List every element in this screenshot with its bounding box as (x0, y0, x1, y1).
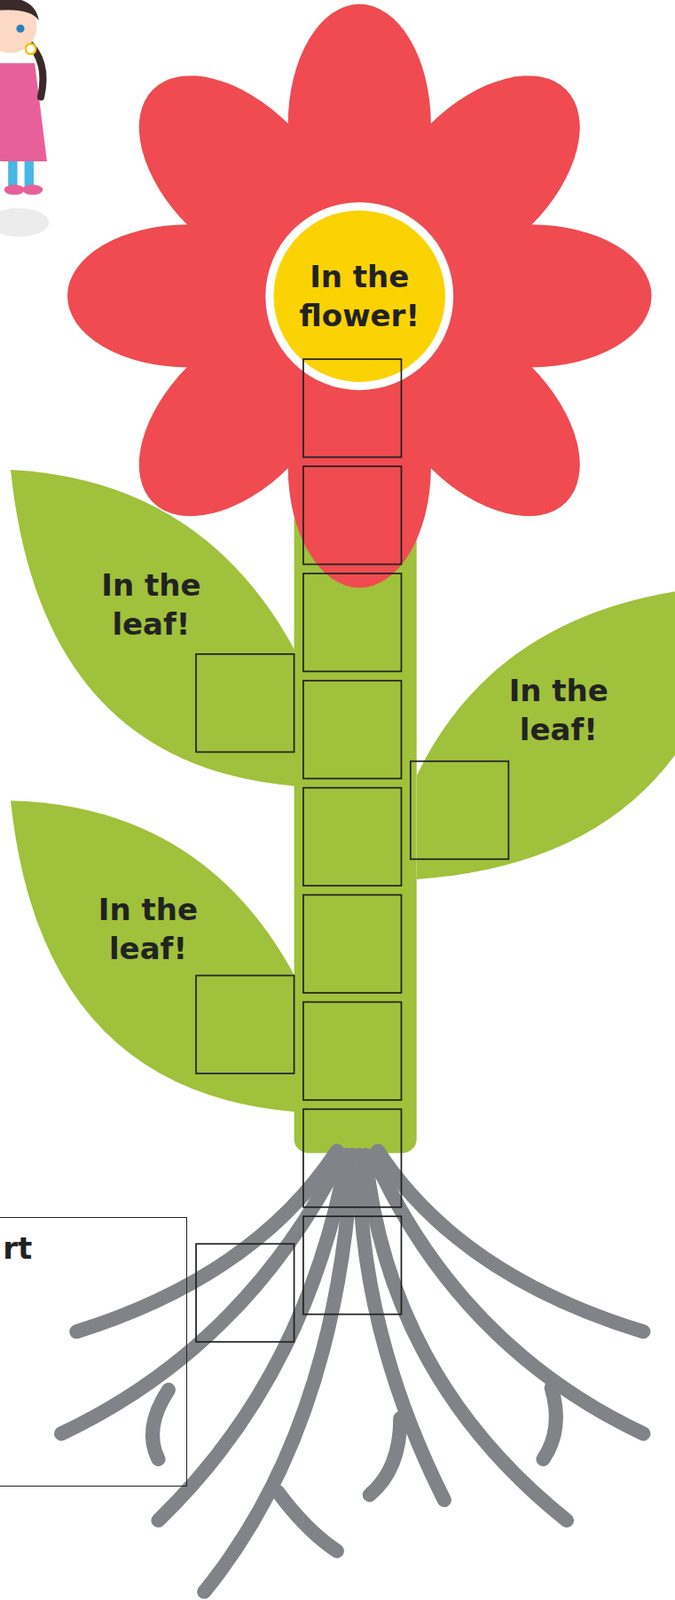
girl-eye (15, 24, 24, 33)
leaf-shape (10, 801, 297, 1114)
part-label: In the leaf! (481, 671, 636, 750)
girl-braid (26, 40, 44, 97)
leaf-shape: In the leaf! (10, 470, 297, 787)
part-label: In the leaf! (74, 565, 228, 644)
answer-box (303, 1109, 402, 1209)
answer-box (303, 681, 402, 780)
petals (67, 4, 652, 589)
root (76, 1151, 338, 1333)
flower-centre (274, 210, 446, 382)
leaf-shape (416, 592, 675, 881)
stem (294, 479, 417, 1154)
root (359, 1155, 445, 1501)
girl-leg (24, 153, 34, 189)
instruction-box: rt (0, 1217, 188, 1488)
instruction-text: rt (2, 1229, 177, 1269)
flower-ring (265, 202, 454, 391)
girl-shoe (22, 184, 43, 196)
flower-centre: In the flower! (263, 200, 456, 393)
root (372, 1155, 644, 1435)
flower-centre-shape (263, 200, 456, 393)
answer-box (303, 1216, 402, 1316)
root (204, 1155, 353, 1594)
girl-leg (7, 153, 17, 189)
answer-box (303, 1002, 402, 1101)
root (377, 1151, 644, 1333)
answer-box (303, 573, 402, 673)
answer-box (303, 466, 402, 566)
root (152, 1390, 169, 1460)
root (369, 1419, 401, 1496)
part-label: In the leaf! (71, 889, 226, 968)
answer-box (303, 895, 402, 995)
girl-shadow (0, 208, 49, 237)
root (542, 1389, 556, 1461)
girl-face (0, 0, 37, 54)
leaf-shape: In the leaf! (10, 799, 297, 1115)
root (365, 1155, 567, 1522)
answer-box (303, 788, 402, 887)
root (61, 1155, 343, 1435)
root (277, 1492, 338, 1553)
girl-shoe (4, 184, 25, 196)
girl-dress (0, 62, 48, 162)
part-label: In the flower! (271, 257, 448, 336)
girl-hair (0, 0, 40, 21)
leaf-shape: In the leaf! (416, 589, 675, 883)
girl-daisy (25, 43, 37, 55)
leaf-shape (10, 470, 297, 787)
answer-box (196, 1244, 295, 1343)
